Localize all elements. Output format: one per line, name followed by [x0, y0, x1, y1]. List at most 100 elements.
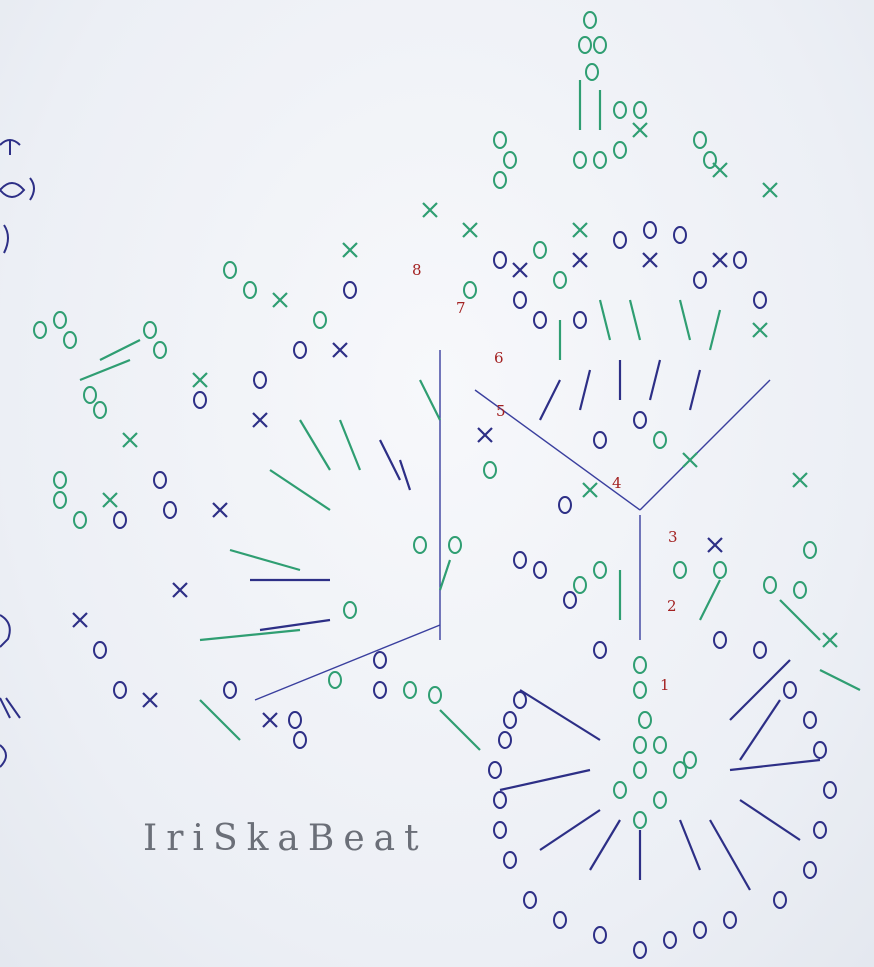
single-crochet-stitch	[423, 203, 437, 217]
chain-stitch	[674, 227, 686, 243]
chain-stitch	[164, 502, 176, 518]
chain-stitch	[634, 682, 646, 698]
single-crochet-stitch	[753, 323, 767, 337]
single-crochet-stitch	[463, 223, 477, 237]
chain-stitch	[344, 282, 356, 298]
chain-stitch	[754, 292, 766, 308]
single-crochet-stitch	[213, 503, 227, 517]
single-crochet-stitch	[123, 433, 137, 447]
single-crochet-stitch	[173, 583, 187, 597]
single-crochet-stitch	[713, 163, 727, 177]
treble-stitch	[710, 820, 750, 890]
chain-stitch	[534, 312, 546, 328]
chain-stitch	[34, 322, 46, 338]
chain-stitch	[634, 812, 646, 828]
chain-stitch	[554, 272, 566, 288]
chain-stitch	[54, 472, 66, 488]
chain-stitch	[614, 102, 626, 118]
single-crochet-stitch	[763, 183, 777, 197]
chain-stitch	[289, 712, 301, 728]
chain-stitch	[254, 372, 266, 388]
chain-stitch	[634, 657, 646, 673]
chain-stitch	[314, 312, 326, 328]
treble-stitch	[400, 460, 410, 490]
chain-stitch	[804, 542, 816, 558]
row-number-4: 4	[612, 474, 622, 492]
chain-stitch	[494, 172, 506, 188]
chain-stitch	[734, 252, 746, 268]
single-crochet-stitch	[713, 253, 727, 267]
chain-stitch	[154, 472, 166, 488]
chain-stitch	[534, 242, 546, 258]
margin-handwriting	[0, 140, 34, 767]
chain-stitch	[674, 562, 686, 578]
chain-stitch	[594, 37, 606, 53]
chain-stitch	[634, 942, 646, 958]
single-crochet-stitch	[708, 538, 722, 552]
chain-stitch	[374, 652, 386, 668]
chain-stitch	[714, 632, 726, 648]
chain-stitch	[574, 577, 586, 593]
chain-stitch	[639, 712, 651, 728]
treble-stitch	[420, 380, 440, 420]
chain-stitch	[614, 142, 626, 158]
single-crochet-stitch	[263, 713, 277, 727]
treble-stitch	[540, 810, 600, 850]
chain-stitch	[804, 712, 816, 728]
chain-stitch	[94, 402, 106, 418]
chain-stitch	[54, 492, 66, 508]
row-number-3: 3	[668, 528, 678, 546]
chain-stitch	[594, 152, 606, 168]
chain-stitch	[489, 762, 501, 778]
single-crochet-stitch	[343, 243, 357, 257]
chain-stitch	[694, 922, 706, 938]
chain-stitch	[504, 712, 516, 728]
chain-stitch	[524, 892, 536, 908]
chain-stitch	[514, 552, 526, 568]
treble-stitch	[100, 340, 140, 360]
chain-stitch	[114, 682, 126, 698]
chain-stitch	[694, 132, 706, 148]
treble-stitch	[230, 550, 300, 570]
chain-stitch	[329, 672, 341, 688]
chain-stitch	[449, 537, 461, 553]
chain-stitch	[654, 432, 666, 448]
watermark-text: IriSkaBeat	[143, 818, 428, 859]
chain-stitch	[429, 687, 441, 703]
chain-stitch	[584, 12, 596, 28]
treble-stitch	[270, 470, 330, 510]
chain-stitch	[514, 692, 526, 708]
chain-stitch	[294, 342, 306, 358]
chain-stitch	[754, 642, 766, 658]
chain-stitch	[74, 512, 86, 528]
chain-stitch	[634, 737, 646, 753]
chain-stitch	[494, 792, 506, 808]
single-crochet-stitch	[273, 293, 287, 307]
chain-stitch	[514, 292, 526, 308]
chain-stitch	[114, 512, 126, 528]
row-number-7: 7	[456, 299, 466, 317]
chain-stitch	[294, 732, 306, 748]
treble-stitch	[340, 420, 360, 470]
chain-stitch	[94, 642, 106, 658]
chain-stitch	[54, 312, 66, 328]
chain-stitch	[774, 892, 786, 908]
chain-stitch	[534, 562, 546, 578]
chain-stitch	[614, 232, 626, 248]
treble-stitch	[260, 620, 330, 630]
chain-stitch	[594, 642, 606, 658]
row-number-2: 2	[667, 597, 677, 615]
chain-stitch	[374, 682, 386, 698]
single-crochet-stitch	[193, 373, 207, 387]
chain-stitch	[724, 912, 736, 928]
chain-stitch	[564, 592, 576, 608]
single-crochet-stitch	[793, 473, 807, 487]
chain-stitch	[664, 932, 676, 948]
treble-stitch	[680, 300, 690, 340]
treble-stitch	[200, 630, 300, 640]
row-number-1: 1	[660, 676, 670, 694]
treble-stitch	[680, 820, 700, 870]
treble-stitch	[580, 370, 590, 410]
chain-stitch	[804, 862, 816, 878]
